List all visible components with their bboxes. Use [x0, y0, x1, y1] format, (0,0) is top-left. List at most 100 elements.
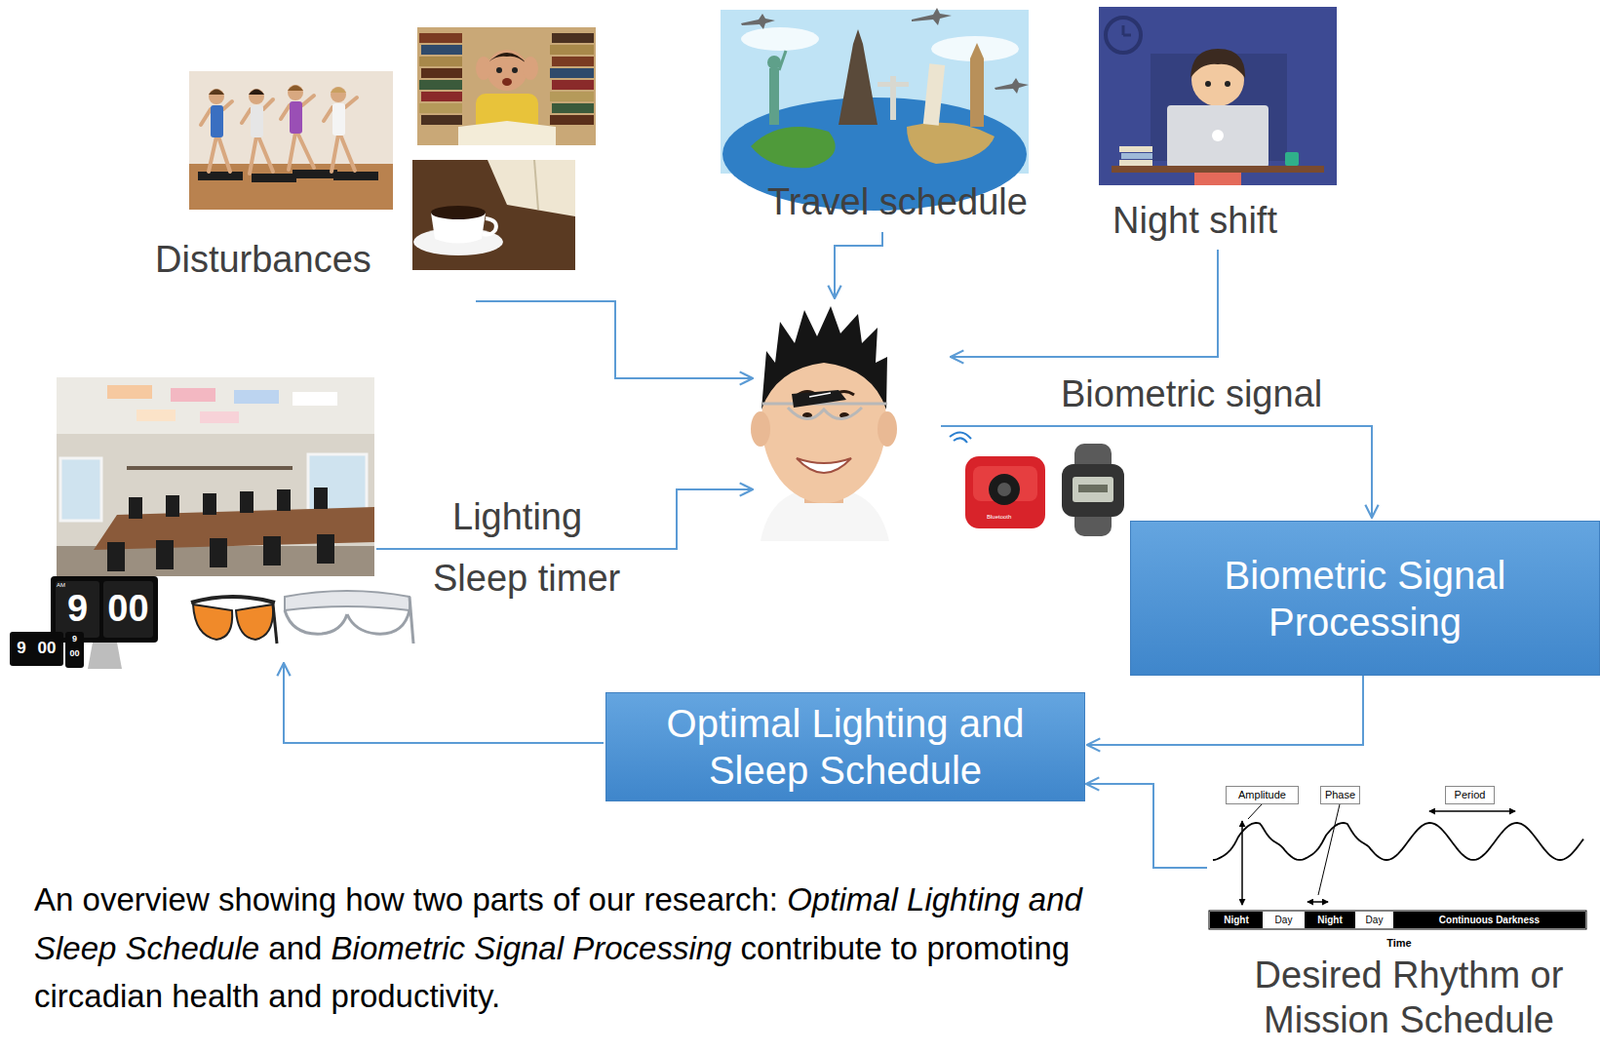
flow-arrow — [475, 301, 753, 379]
annotation-label: Desired Rhythm or Mission Schedule — [1223, 953, 1595, 1043]
stressed-student-photo — [551, 56, 594, 67]
clock-digits: 9 — [65, 633, 84, 645]
exercise-photo — [210, 105, 224, 138]
exercise-photo — [250, 105, 264, 138]
wearable-sensors — [1072, 476, 1114, 503]
stressed-student-photo — [551, 103, 594, 114]
conference-room-photo — [107, 542, 125, 572]
flow-arrow — [1086, 783, 1208, 868]
travel-globe-picture — [911, 7, 952, 26]
stressed-student-photo — [421, 115, 463, 125]
exercise-photo — [223, 101, 233, 110]
exercise-photo — [333, 171, 379, 181]
travel-globe-picture — [994, 78, 1029, 94]
blue-blocking-glasses — [193, 604, 233, 640]
night-shift-picture — [1205, 80, 1211, 87]
sleep-timer-clocks — [65, 631, 84, 668]
night-shift-picture — [1119, 146, 1153, 153]
exercise-photo — [200, 95, 357, 174]
rhythm-chart — [1429, 810, 1516, 813]
rhythm-chart — [1209, 804, 1587, 930]
stressed-student-photo — [417, 27, 596, 146]
conference-room-photo — [313, 487, 328, 509]
stressed-student-photo — [419, 33, 463, 43]
box-text: Optimal Lighting and Sleep Schedule — [620, 700, 1071, 794]
box-text: Biometric Signal Processing — [1144, 551, 1586, 646]
sleep-timer-clocks — [55, 581, 100, 638]
user-with-smart-glasses — [796, 458, 852, 473]
conference-room-photo — [316, 534, 335, 564]
conference-room-photo — [202, 493, 217, 515]
exercise-photo — [248, 89, 265, 96]
rhythm-chart — [1318, 804, 1340, 896]
conference-room-photo — [239, 491, 254, 513]
wearable-sensors — [973, 466, 1038, 502]
travel-globe-picture — [923, 63, 945, 125]
travel-globe-picture — [720, 7, 1029, 211]
annotation-label: Disturbances — [155, 237, 372, 283]
night-shift-picture — [1167, 105, 1269, 168]
coffee-photo — [430, 205, 486, 220]
annotation-label: Travel schedule — [767, 180, 1028, 226]
user-with-smart-glasses — [761, 306, 888, 410]
annotation-label: Bluetooth — [986, 513, 1012, 521]
night-shift-picture — [1111, 165, 1325, 173]
exercise-photo — [323, 107, 333, 121]
exercise-photo — [189, 163, 393, 210]
exercise-photo — [241, 109, 251, 123]
conference-room-photo — [107, 385, 153, 399]
exercise-photo — [287, 85, 304, 92]
rhythm-chart — [1307, 900, 1328, 903]
light-therapy-glasses — [284, 590, 414, 644]
exercise-photo — [330, 87, 347, 94]
night-shift-picture — [1121, 153, 1153, 159]
flow-arrow — [940, 426, 1372, 518]
night-shift-picture — [1119, 159, 1153, 166]
travel-globe-picture — [741, 27, 820, 51]
exercise-photo — [218, 136, 231, 172]
wearable-sensors — [997, 482, 1012, 497]
exercise-photo — [302, 95, 314, 106]
light-therapy-glasses — [284, 590, 410, 611]
exercise-photo — [330, 86, 347, 103]
stressed-student-photo — [522, 56, 539, 80]
blue-blocking-glasses — [235, 604, 274, 640]
exercise-photo — [200, 109, 211, 125]
night-shift-picture — [1224, 80, 1231, 87]
travel-globe-picture — [838, 29, 878, 125]
light-therapy-glasses — [347, 610, 410, 634]
stressed-student-photo — [417, 27, 596, 146]
user-with-smart-glasses — [877, 411, 898, 447]
conference-room-photo — [234, 390, 279, 404]
stressed-student-photo — [549, 68, 594, 79]
coffee-photo — [482, 218, 497, 235]
conference-room-photo — [276, 489, 291, 511]
user-with-smart-glasses — [809, 392, 831, 397]
travel-globe-picture — [970, 42, 984, 59]
flow-arrow — [283, 663, 604, 743]
travel-globe-picture — [931, 36, 1019, 62]
stressed-student-photo — [458, 120, 556, 146]
user-with-smart-glasses — [750, 411, 771, 447]
caption-part: An overview showing how two parts of our… — [34, 881, 787, 918]
clock-digits: 00 — [32, 638, 62, 659]
rhythm-chart — [1248, 804, 1262, 820]
coffee-photo — [412, 159, 576, 271]
exercise-photo — [197, 171, 243, 181]
sleep-timer-clocks — [103, 581, 154, 638]
conference-room-photo — [165, 495, 180, 517]
stressed-student-photo — [475, 56, 492, 80]
figure-caption: An overview showing how two parts of our… — [34, 875, 1083, 1021]
caption-part: Biometric Signal Processing — [331, 930, 733, 967]
stressed-student-photo — [421, 44, 463, 55]
clock-digits: AM — [56, 582, 66, 589]
stressed-student-photo — [421, 91, 463, 102]
user-with-smart-glasses — [791, 390, 847, 408]
chart-label: Amplitude — [1225, 785, 1299, 805]
wearable-sensors — [1061, 464, 1125, 517]
night-shift-picture — [1098, 6, 1337, 186]
exercise-photo — [189, 71, 393, 210]
user-with-smart-glasses — [787, 407, 862, 420]
stressed-student-photo — [419, 56, 463, 67]
